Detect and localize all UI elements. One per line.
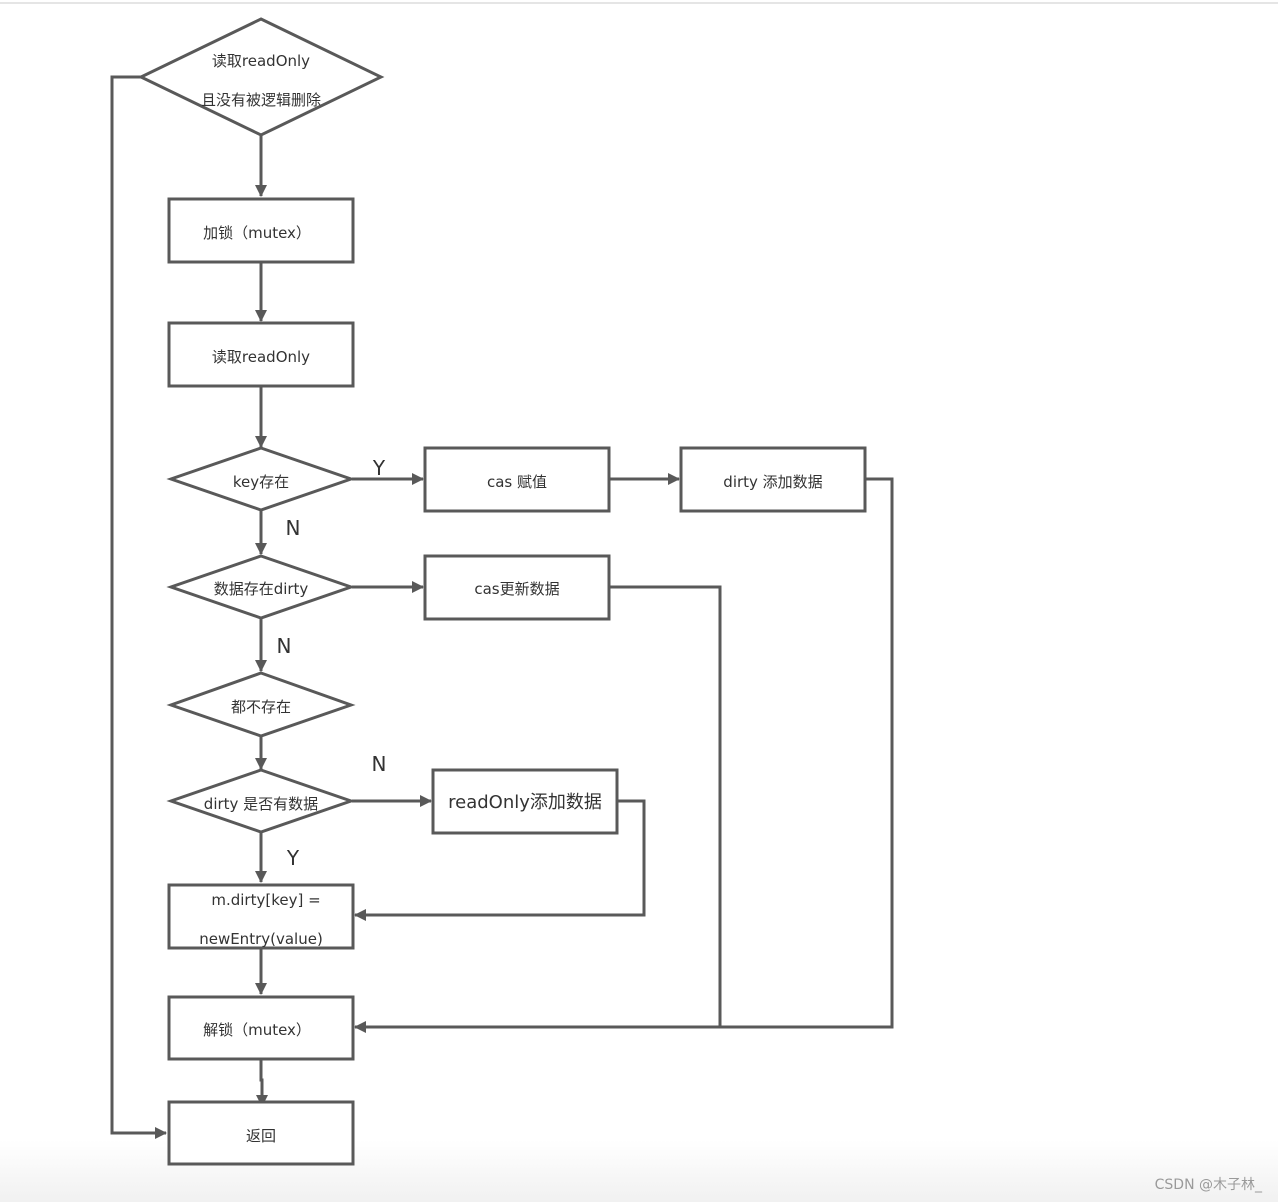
decision-in-dirty (166, 554, 356, 620)
process-cas-assign (423, 446, 611, 513)
edge-label-key-yes: Y (372, 456, 386, 480)
label-unlock: 解锁（mutex） (203, 1021, 311, 1039)
top-divider (0, 2, 1278, 4)
edge-readonly-add-to-assign (354, 799, 646, 921)
label-assign-1: m.dirty[key] = (211, 891, 320, 909)
terminal-return (167, 1100, 355, 1166)
edge-cas-update-to-unlock (610, 585, 722, 1027)
process-cas-update (423, 554, 611, 621)
process-unlock (167, 995, 355, 1061)
process-readonly-add (431, 768, 619, 835)
label-assign-2: newEntry(value) (199, 930, 323, 948)
decision-dirty-has-data (166, 768, 356, 834)
label-dirty-has-data: dirty 是否有数据 (204, 795, 318, 813)
watermark: CSDN @木子林_ (1154, 1177, 1262, 1193)
label-check-readonly-1: 读取readOnly (212, 52, 310, 70)
label-return: 返回 (246, 1127, 276, 1145)
edge-start-to-return (110, 75, 167, 1139)
edge-label-dirty-has-yes: Y (286, 846, 300, 870)
edge-label-dirty-has-no: N (372, 752, 387, 776)
edge-label-in-dirty-no: N (277, 634, 292, 658)
label-cas-update: cas更新数据 (474, 580, 559, 598)
label-in-dirty: 数据存在dirty (214, 580, 309, 598)
decision-none-exist (166, 671, 356, 738)
label-cas-assign: cas 赋值 (487, 473, 547, 491)
label-lock: 加锁（mutex） (203, 224, 311, 242)
label-read-readonly: 读取readOnly (212, 348, 310, 366)
decision-key-exists (166, 446, 356, 512)
process-lock (167, 197, 355, 264)
process-read-readonly (167, 321, 355, 388)
label-check-readonly-2: 且没有被逻辑删除 (201, 91, 321, 109)
label-none-exist: 都不存在 (231, 698, 291, 716)
edge-unlock-to-return (256, 1059, 268, 1107)
process-assign-dirty (167, 883, 355, 950)
label-readonly-add: readOnly添加数据 (448, 792, 602, 813)
process-dirty-add (679, 446, 867, 513)
edge-dirty-add-to-unlock (354, 477, 894, 1033)
label-dirty-add: dirty 添加数据 (723, 473, 822, 491)
edge-label-key-no: N (286, 516, 301, 540)
label-key-exists: key存在 (233, 473, 289, 491)
decision-check-readonly (137, 17, 385, 137)
